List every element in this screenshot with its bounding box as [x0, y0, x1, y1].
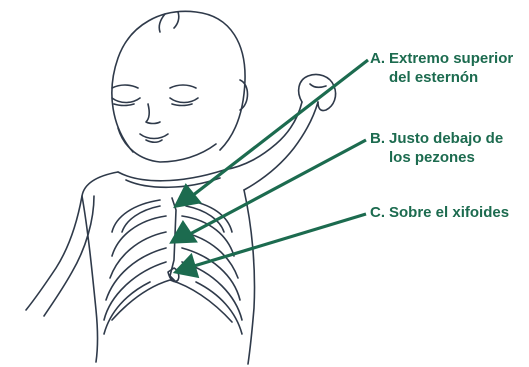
label-b-line1: Justo debajo de — [389, 130, 503, 147]
arrow-a-head — [176, 186, 199, 206]
label-b-letter: B. — [370, 129, 389, 148]
costal-margin — [112, 280, 232, 322]
arrow-b — [190, 140, 366, 234]
neck-outline — [118, 170, 224, 181]
arrow-a — [192, 60, 368, 196]
torso-left — [82, 196, 98, 362]
mouth — [140, 134, 168, 139]
right-arm — [224, 102, 302, 170]
label-a-line1: Extremo superior — [389, 50, 513, 67]
label-b: B.Justo debajo de los pezones — [370, 129, 503, 167]
nose — [146, 104, 160, 124]
label-b-line2: los pezones — [389, 149, 475, 166]
eye-right — [170, 98, 198, 103]
label-a-line2: del esternón — [389, 69, 478, 86]
label-c-letter: C. — [370, 203, 389, 222]
torso-right — [244, 190, 255, 364]
left-arm — [26, 172, 118, 310]
label-a: A.Extremo superior del esternón — [370, 49, 513, 87]
arrow-c — [194, 214, 366, 266]
label-c-line1: Sobre el xifoides — [389, 204, 509, 221]
label-c: C.Sobre el xifoides — [370, 203, 509, 222]
label-a-letter: A. — [370, 49, 389, 68]
eye-left — [112, 98, 140, 103]
head-outline — [112, 11, 245, 152]
arrow-c-head — [176, 256, 197, 276]
